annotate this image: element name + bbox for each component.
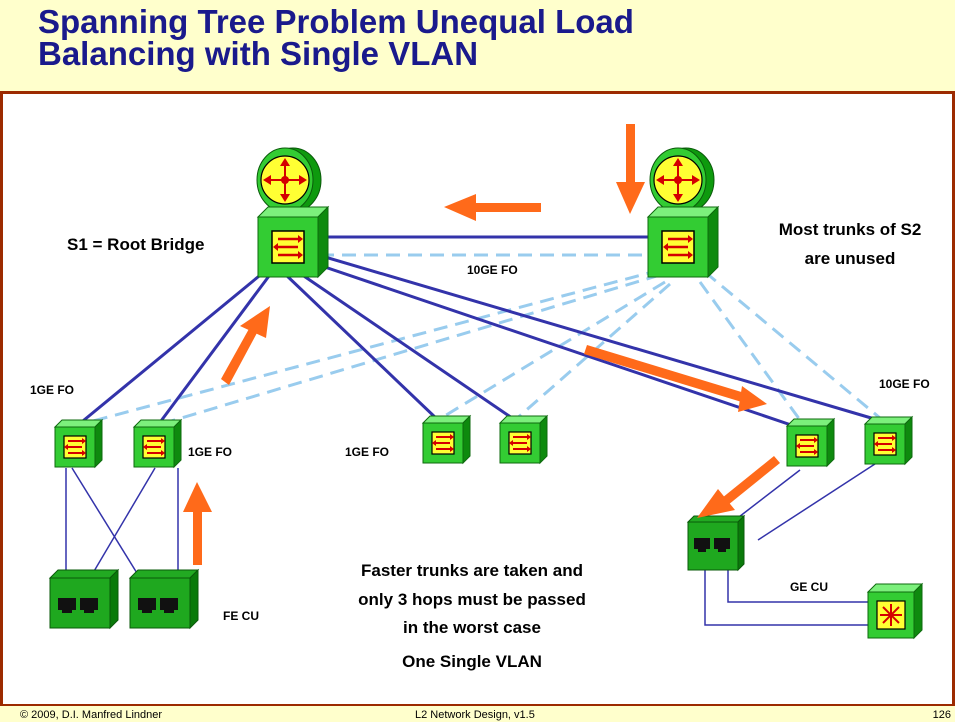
link-label-10ge-center: 10GE FO <box>467 263 518 277</box>
blocked-link-s2-r1 <box>698 281 802 421</box>
caption-line-2: only 3 hops must be passed <box>358 590 586 609</box>
page-title: Spanning Tree Problem Unequal Load Balan… <box>38 3 634 72</box>
access-switch-icon-left-1 <box>49 569 119 629</box>
caption-line-1: Faster trunks are taken and <box>361 561 583 580</box>
arrow-icon-down-s2 <box>616 124 645 214</box>
router-icon-s1 <box>256 147 322 213</box>
title-bar: Spanning Tree Problem Unequal Load Balan… <box>0 0 955 94</box>
caption-line-4: One Single VLAN <box>402 652 542 671</box>
switch-icon-dist-center-1 <box>422 415 471 464</box>
blocked-link-s2-c2 <box>514 282 671 422</box>
blocked-links <box>77 253 881 427</box>
blocked-link-s2-c1 <box>437 280 666 422</box>
active-link-s1-r2 <box>314 252 879 422</box>
access-switch-icon-right <box>687 515 745 571</box>
blocked-link-s2-r2 <box>704 270 881 420</box>
cu-link-a1-e2 <box>71 467 141 579</box>
title-line-2: Balancing with Single VLAN <box>38 35 479 72</box>
s2-note-line-2: are unused <box>805 249 896 268</box>
content-frame <box>0 94 955 704</box>
active-link-s1-c2 <box>294 268 516 422</box>
title-line-1: Spanning Tree Problem Unequal Load <box>38 3 634 40</box>
router-icon-s2 <box>649 147 715 213</box>
network-diagram: S1 = Root Bridge Most trunks of S2 are u… <box>30 124 930 671</box>
hub-icon <box>867 583 923 639</box>
active-link-s1-c1 <box>283 272 440 422</box>
switch-icon-dist-right-1 <box>786 418 835 467</box>
switch-icon-s1 <box>256 205 330 279</box>
active-link-s1-a2 <box>156 271 274 426</box>
label-fe-cu: FE CU <box>223 609 259 623</box>
link-label-1ge-center: 1GE FO <box>345 445 389 459</box>
label-ge-cu: GE CU <box>790 580 828 594</box>
s2-note-line-1: Most trunks of S2 <box>779 220 922 239</box>
arrow-icon-left-s2 <box>444 194 541 221</box>
link-label-10ge-right: 10GE FO <box>879 377 930 391</box>
switch-icon-dist-right-2 <box>864 416 913 465</box>
switch-icon-dist-left-2 <box>133 419 182 468</box>
switch-icon-dist-left-1 <box>54 419 103 468</box>
caption-line-3: in the worst case <box>403 618 541 637</box>
access-switch-icon-left-2 <box>129 569 199 629</box>
footer-page-number: 126 <box>932 709 951 721</box>
switch-icon-s2 <box>646 205 720 279</box>
cu-link-e3-hub-a <box>704 545 868 626</box>
arrow-icon-up-access <box>183 482 212 565</box>
cu-link-a2-e1 <box>89 467 156 579</box>
cu-link-r1-e3 <box>734 469 801 521</box>
arrow-icon-right-core <box>584 345 767 412</box>
active-link-s1-r1 <box>309 260 801 430</box>
footer: © 2009, D.I. Manfred Lindner L2 Network … <box>0 704 955 722</box>
traffic-arrows <box>183 124 780 565</box>
active-links <box>77 235 879 430</box>
cu-link-r2-e3 <box>757 461 879 541</box>
active-link-s1-a1 <box>77 270 265 427</box>
arrow-icon-down-left <box>697 456 780 518</box>
link-label-1ge-left: 1GE FO <box>30 383 74 397</box>
footer-copyright: © 2009, D.I. Manfred Lindner <box>20 709 163 721</box>
link-label-1ge-mid: 1GE FO <box>188 445 232 459</box>
blocked-link-s2-a1 <box>77 268 661 427</box>
switch-icon-dist-center-2 <box>499 415 548 464</box>
arrow-icon-up-s1 <box>221 306 270 385</box>
footer-course: L2 Network Design, v1.5 <box>415 709 535 721</box>
root-bridge-label: S1 = Root Bridge <box>67 235 204 254</box>
